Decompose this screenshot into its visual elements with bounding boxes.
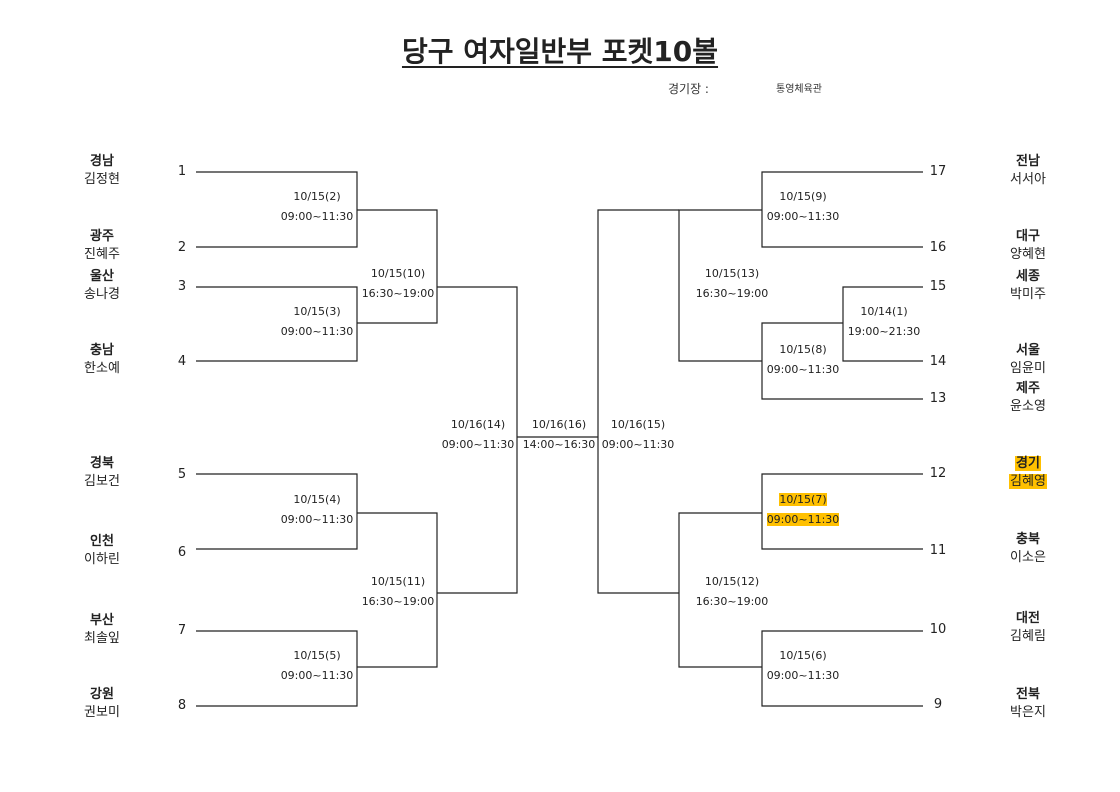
team-left-4: 충남 한소예 [84, 343, 120, 376]
team-right-16: 대구 양혜현 [1010, 229, 1046, 262]
match-7-highlighted: 10/15(7) 09:00~11:30 [766, 493, 840, 526]
team-left-2: 광주 진혜주 [84, 229, 120, 262]
match-15: 10/16(15) 09:00~11:30 [601, 418, 675, 451]
team-left-7: 부산 최솔잎 [84, 613, 120, 646]
seed-4: 4 [177, 354, 187, 369]
bracket-m3 [196, 286, 358, 362]
seed-7: 7 [177, 623, 187, 638]
seed-10: 10 [929, 622, 947, 637]
match-13: 10/15(13) 16:30~19:00 [695, 267, 769, 300]
match-2: 10/15(2) 09:00~11:30 [280, 190, 354, 223]
bracket-m10 [357, 209, 438, 324]
team-left-6: 인천 이하린 [84, 534, 120, 567]
highlighted-region: 경기 [1015, 456, 1041, 471]
bracket-m7 [761, 473, 923, 550]
bracket-m4 [196, 473, 358, 550]
page-title: 당구 여자일반부 포켓10볼 [401, 35, 719, 68]
match-6: 10/15(6) 09:00~11:30 [766, 649, 840, 682]
match-8: 10/15(8) 09:00~11:30 [766, 343, 840, 376]
seed-17: 17 [929, 164, 947, 179]
seed-13: 13 [929, 391, 947, 406]
team-right-10: 대전 김혜림 [1010, 611, 1046, 644]
match-3: 10/15(3) 09:00~11:30 [280, 305, 354, 338]
match-1: 10/14(1) 19:00~21:30 [847, 305, 921, 338]
bracket-m6 [761, 630, 923, 707]
bracket-m9 [761, 171, 923, 248]
match-12: 10/15(12) 16:30~19:00 [695, 575, 769, 608]
seed-3: 3 [177, 279, 187, 294]
bracket-m5 [196, 630, 358, 707]
bracket-m15 [597, 209, 679, 594]
team-right-9: 전북 박은지 [1010, 687, 1046, 720]
match-4: 10/15(4) 09:00~11:30 [280, 493, 354, 526]
match-9: 10/15(9) 09:00~11:30 [766, 190, 840, 223]
venue-label: 경기장 : [668, 82, 709, 96]
seed-14: 14 [929, 354, 947, 369]
team-left-3: 울산 송나경 [84, 269, 120, 302]
bracket-m11 [357, 512, 438, 668]
highlighted-player: 김혜영 [1009, 474, 1047, 489]
seed-1: 1 [177, 164, 187, 179]
team-left-5: 경북 김보건 [84, 456, 120, 489]
match-10: 10/15(10) 16:30~19:00 [361, 267, 435, 300]
match-16-final: 10/16(16) 14:00~16:30 [522, 418, 596, 451]
seed-8: 8 [177, 698, 187, 713]
team-right-17: 전남 서서아 [1010, 154, 1046, 187]
seed-5: 5 [177, 467, 187, 482]
bracket-m14 [437, 286, 518, 594]
seed-12: 12 [929, 466, 947, 481]
bracket-m12 [678, 512, 762, 668]
team-right-12: 경기 김혜영 [988, 455, 1068, 491]
bracket-m8 [761, 322, 923, 400]
bracket-m1 [842, 286, 923, 362]
venue-value: 통영체육관 [776, 84, 822, 95]
seed-2: 2 [177, 240, 187, 255]
match-14: 10/16(14) 09:00~11:30 [441, 418, 515, 451]
seed-16: 16 [929, 240, 947, 255]
seed-9: 9 [933, 697, 943, 712]
bracket-m13b [678, 209, 762, 362]
team-left-1: 경남 김정현 [84, 154, 120, 187]
team-left-8: 강원 권보미 [84, 687, 120, 720]
seed-15: 15 [929, 279, 947, 294]
seed-6: 6 [177, 545, 187, 560]
team-right-13: 제주 윤소영 [1010, 381, 1046, 414]
match-5: 10/15(5) 09:00~11:30 [280, 649, 354, 682]
match-11: 10/15(11) 16:30~19:00 [361, 575, 435, 608]
team-right-14: 서울 임윤미 [1010, 343, 1046, 376]
team-right-11: 충북 이소은 [1010, 532, 1046, 565]
team-right-15: 세종 박미주 [1010, 269, 1046, 302]
seed-11: 11 [929, 543, 947, 558]
